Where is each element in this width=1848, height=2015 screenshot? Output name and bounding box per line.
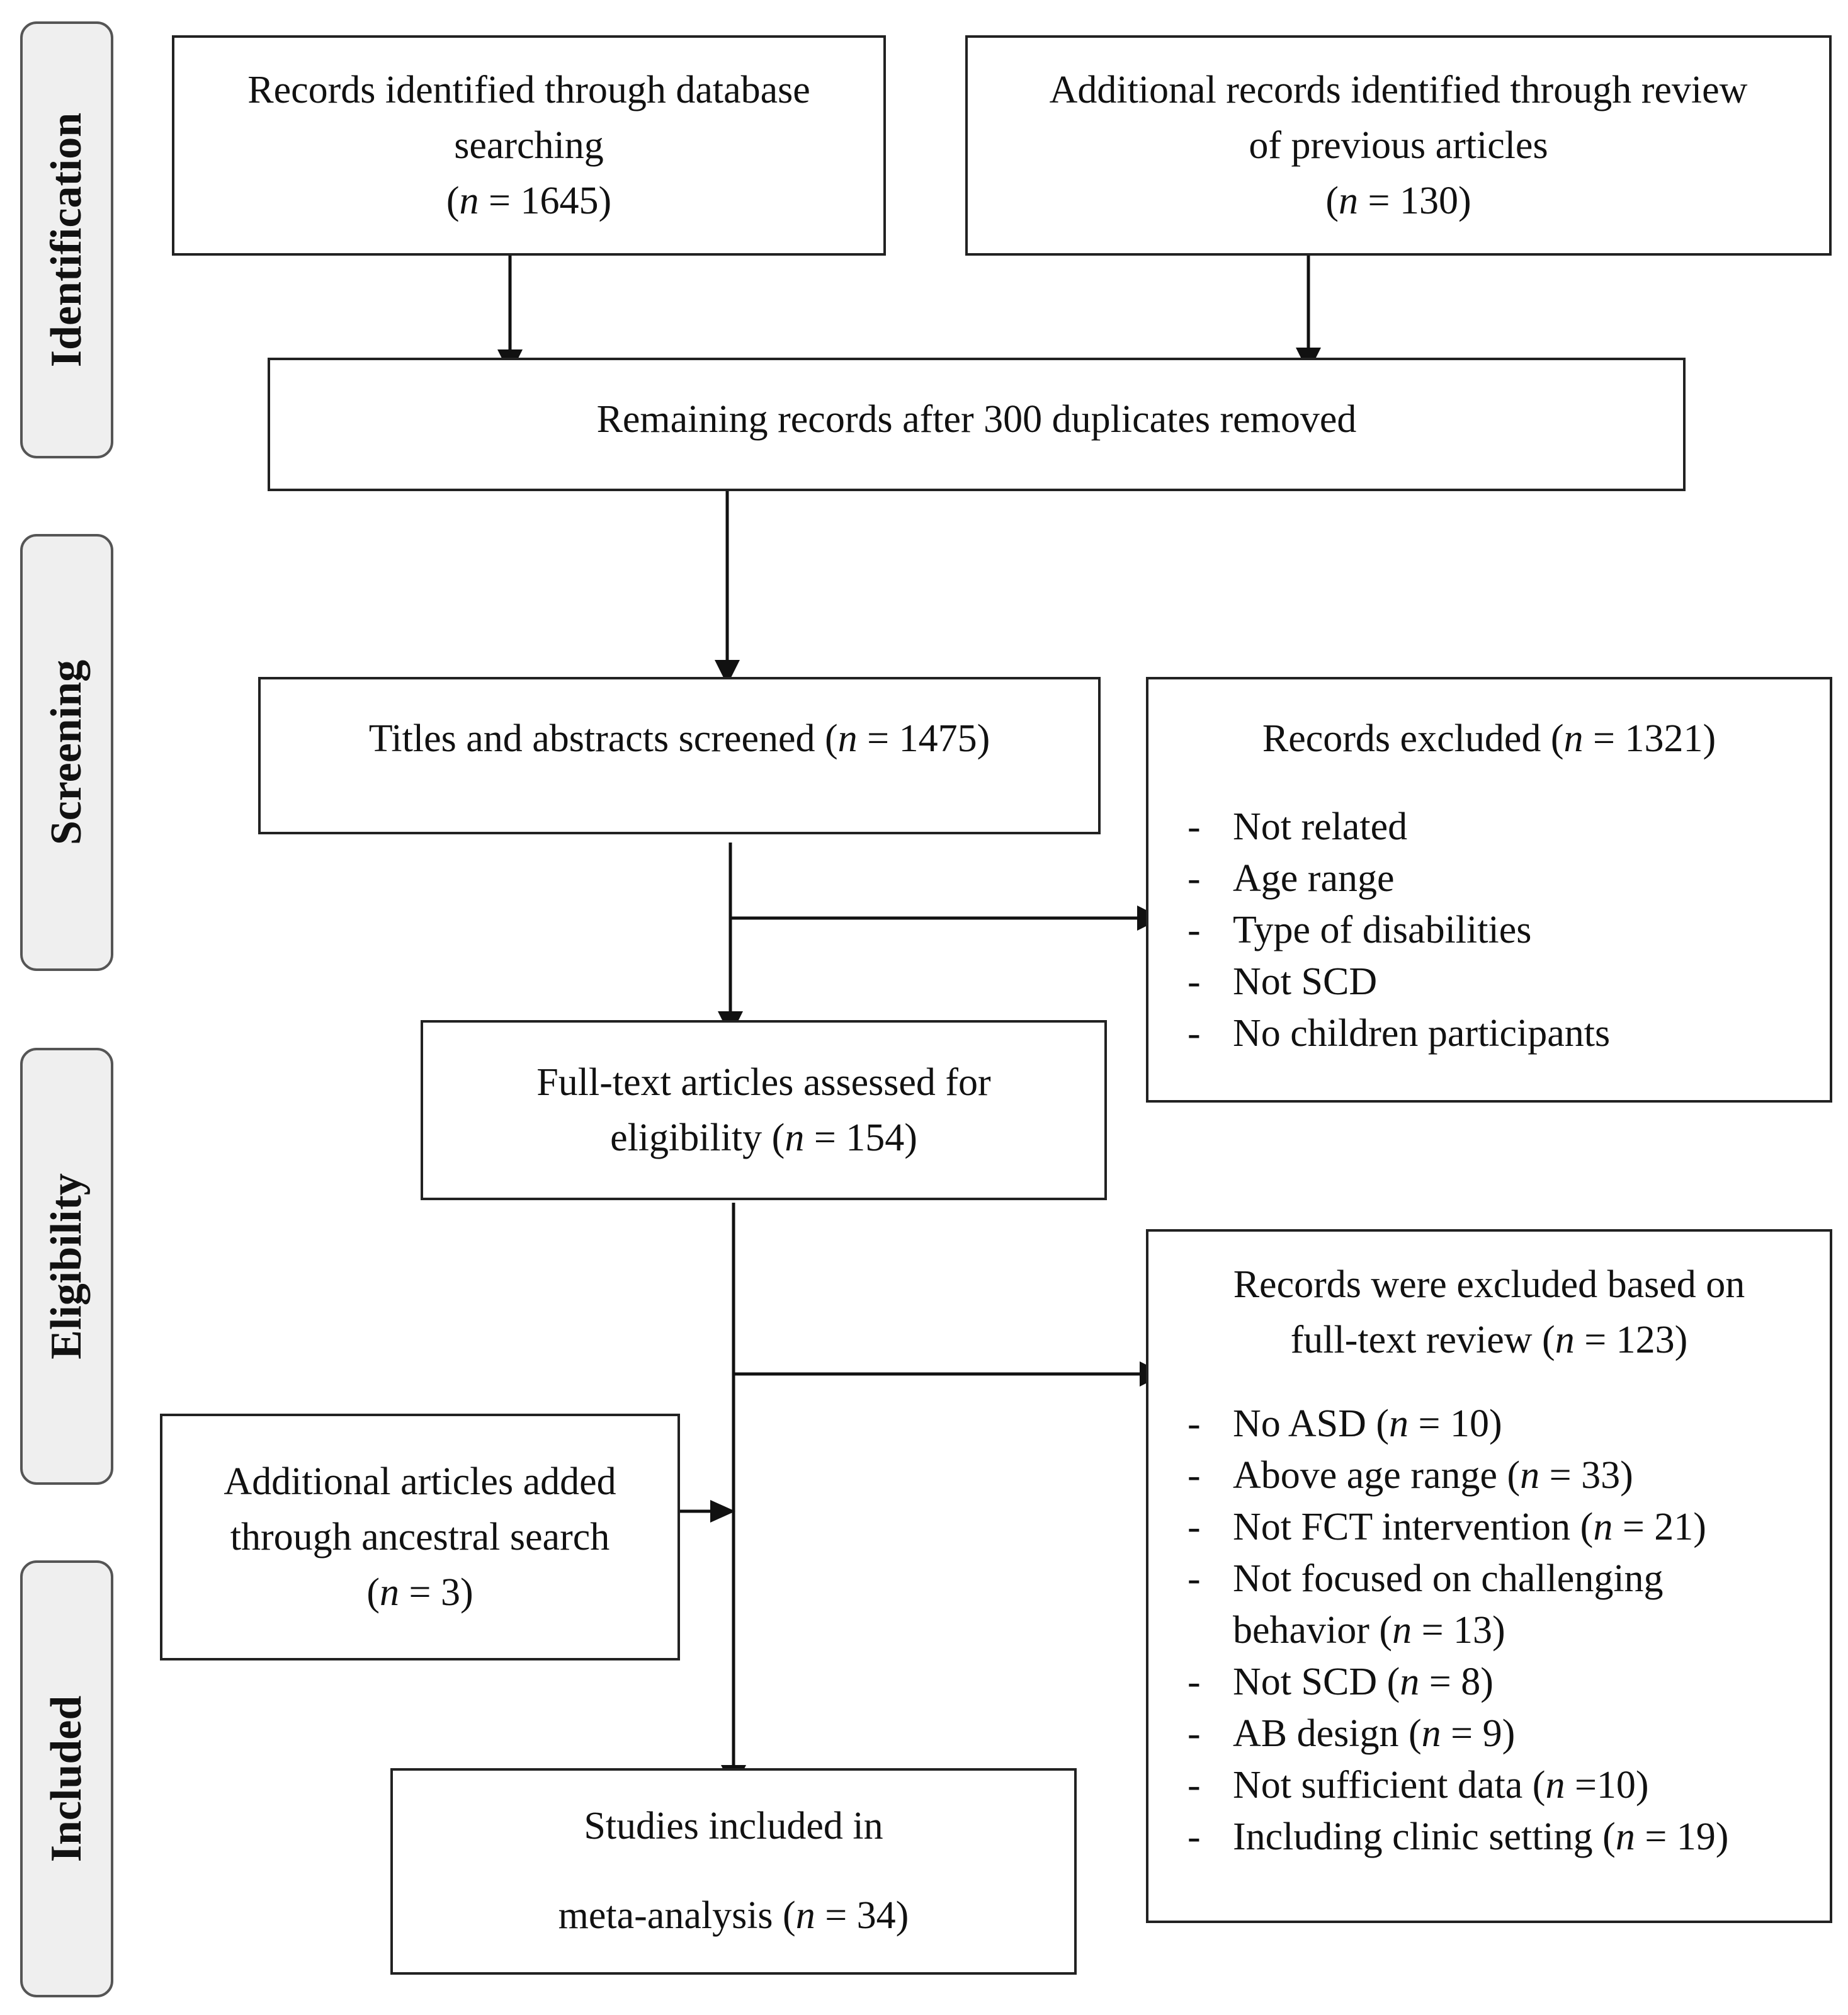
excluded-fulltext-item-continuation: behavior (n = 13) [1233, 1609, 1505, 1652]
excluded-fulltext-item: -AB design (n = 9) [1188, 1712, 1516, 1755]
box-excluded-screening: Records excluded (n = 1321) -Not related… [1146, 677, 1832, 1103]
fulltext-line2: eligibility (n = 154) [610, 1116, 917, 1159]
fulltext-line1: Full-text articles assessed for [536, 1061, 991, 1104]
box-remaining-records: Remaining records after 300 duplicates r… [268, 358, 1686, 491]
arrowhead-ancestral [710, 1500, 735, 1523]
excluded-fulltext-item: -Including clinic setting (n = 19) [1188, 1815, 1729, 1858]
box-ancestral-search: Additional articles added through ancest… [160, 1414, 680, 1660]
box-additional-records: Additional records identified through re… [965, 35, 1832, 256]
ancestral-line2: through ancestral search [230, 1516, 610, 1558]
ancestral-line1: Additional articles added [224, 1460, 616, 1503]
stage-included: Included [20, 1560, 113, 1997]
stage-eligibility: Eligibility [20, 1048, 113, 1485]
arrowhead-screened [715, 660, 740, 685]
excluded-fulltext-item: -Not SCD (n = 8) [1188, 1660, 1494, 1703]
ancestral-count: (n = 3) [366, 1571, 473, 1614]
excluded-fulltext-item: -Not focused on challenging [1188, 1557, 1664, 1600]
box-excluded-fulltext: Records were excluded based on full-text… [1146, 1229, 1832, 1923]
excluded-fulltext-item: -Above age range (n = 33) [1188, 1454, 1633, 1497]
excluded-screening-item: -Not related [1188, 805, 1408, 848]
box-screened: Titles and abstracts screened (n = 1475) [258, 677, 1101, 834]
stage-identification: Identification [20, 21, 113, 458]
box-fulltext-assessed: Full-text articles assessed for eligibil… [421, 1020, 1107, 1200]
screened-text: Titles and abstracts screened (n = 1475) [368, 717, 990, 760]
additional-line2: of previous articles [1249, 124, 1548, 167]
box-studies-included: Studies included in meta-analysis (n = 3… [390, 1768, 1077, 1975]
excluded-screening-title: Records excluded (n = 1321) [1262, 717, 1716, 760]
database-count: (n = 1645) [446, 179, 612, 222]
additional-line1: Additional records identified through re… [1049, 69, 1748, 111]
additional-count: (n = 130) [1325, 179, 1471, 222]
excluded-screening-item: -Not SCD [1188, 960, 1378, 1003]
excluded-fulltext-item: -No ASD (n = 10) [1188, 1402, 1502, 1445]
excluded-fulltext-line2: full-text review (n = 123) [1290, 1319, 1688, 1361]
excluded-screening-list: -Not related -Age range -Type of disabil… [1188, 801, 1610, 1059]
excluded-screening-item: -No children participants [1188, 1012, 1611, 1055]
database-line1: Records identified through database [247, 69, 810, 111]
excluded-screening-item: -Age range [1188, 857, 1395, 900]
excluded-fulltext-line1: Records were excluded based on [1233, 1263, 1745, 1306]
excluded-fulltext-item: -Not sufficient data (n =10) [1188, 1764, 1649, 1807]
stage-screening: Screening [20, 534, 113, 971]
excluded-fulltext-item: -Not FCT intervention (n = 21) [1188, 1506, 1706, 1548]
excluded-screening-item: -Type of disabilities [1188, 909, 1532, 951]
included-line2: meta-analysis (n = 34) [558, 1894, 909, 1937]
included-line1: Studies included in [584, 1805, 883, 1848]
remaining-text: Remaining records after 300 duplicates r… [596, 398, 1357, 441]
database-line2: searching [454, 124, 604, 167]
excluded-fulltext-list: -No ASD (n = 10) -Above age range (n = 3… [1188, 1398, 1728, 1863]
box-database-search: Records identified through database sear… [172, 35, 886, 256]
